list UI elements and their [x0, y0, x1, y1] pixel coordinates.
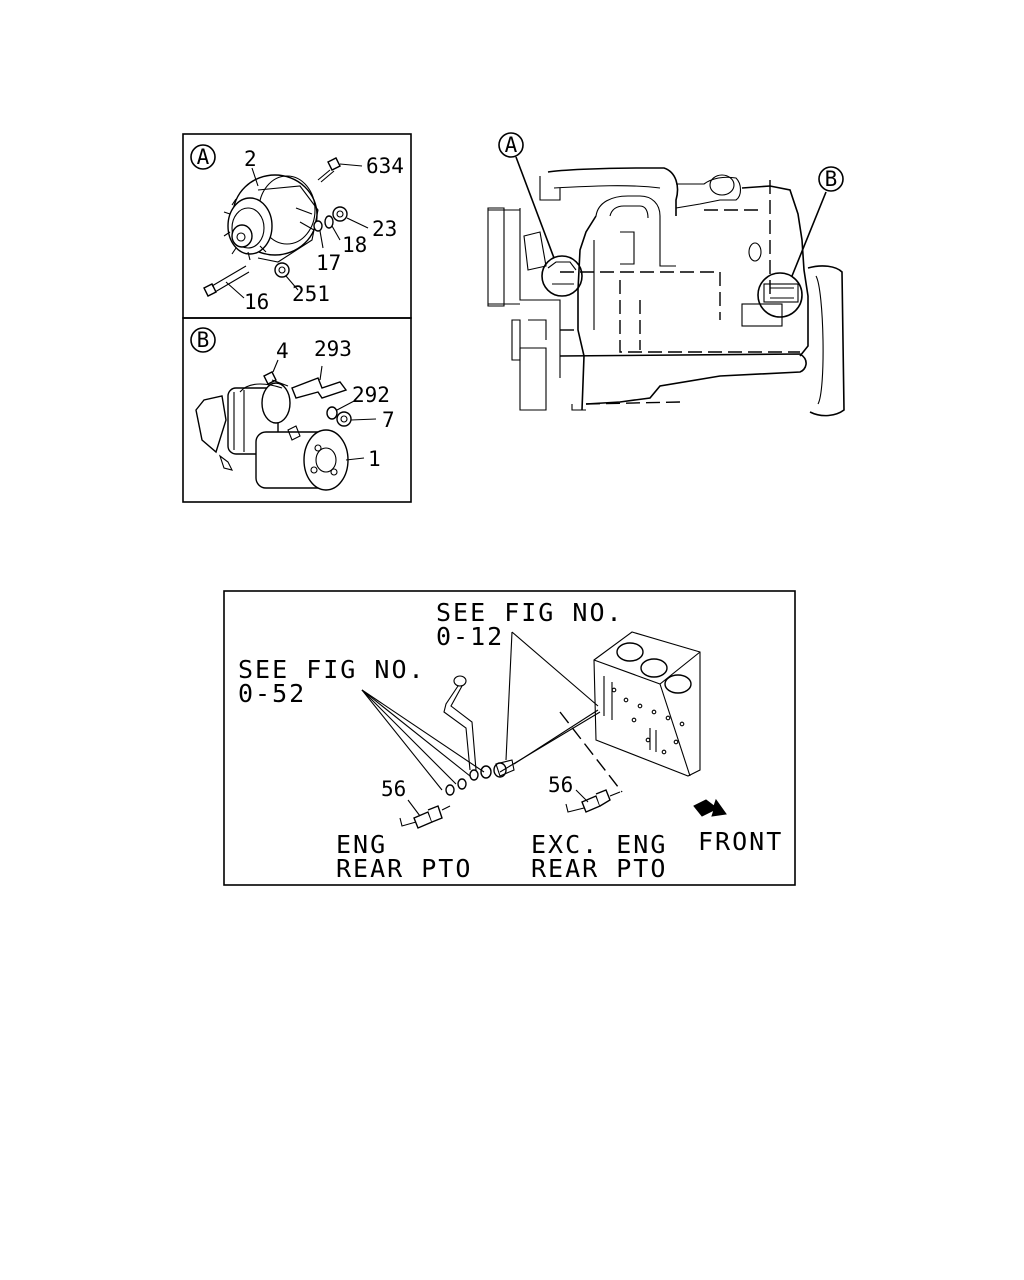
ref-fig-1-line1: SEE FIG NO. — [436, 598, 624, 627]
callout-23: 23 — [372, 217, 397, 241]
nut-23-drawing — [332, 206, 369, 229]
callout-2: 2 — [244, 147, 257, 171]
engine-marker-a-circle — [498, 132, 524, 158]
engine-marker-b: B — [825, 167, 838, 191]
nut-7-drawing — [336, 411, 377, 427]
detail-a-marker-circle — [190, 144, 216, 170]
callout-17: 17 — [316, 251, 341, 275]
caption-right-line2: REAR PTO — [531, 854, 667, 883]
callout-18: 18 — [342, 233, 367, 257]
callout-1: 1 — [368, 447, 381, 471]
detail-b-marker-circle — [190, 327, 216, 353]
nut-251-drawing — [274, 262, 299, 291]
washer-292-drawing — [326, 399, 357, 420]
callout-292: 292 — [352, 383, 390, 407]
callout-7: 7 — [382, 408, 395, 432]
callout-56-left: 56 — [381, 777, 406, 801]
washer-18-drawing — [324, 215, 341, 241]
callout-251: 251 — [292, 282, 330, 306]
callout-56-right: 56 — [548, 773, 573, 797]
engine-block-drawing — [593, 631, 701, 777]
caption-left-line1: ENG — [336, 830, 387, 859]
engine-area-a — [541, 255, 583, 297]
engine-overview: A B — [487, 132, 845, 417]
direction-label: FRONT — [698, 827, 783, 856]
washer-17-drawing — [313, 220, 324, 249]
bracket-293-drawing — [291, 365, 348, 399]
engine-marker-b-circle — [818, 166, 844, 192]
ref-fig-2-line2: 0-52 — [238, 679, 306, 708]
callout-16: 16 — [244, 290, 269, 314]
sensor-right-drawing — [565, 789, 621, 813]
bolt-634-drawing — [317, 157, 363, 183]
detail-a-marker: A — [197, 145, 210, 169]
wire-harness-drawing — [443, 675, 515, 796]
bolt-4-drawing — [263, 359, 289, 387]
bolt-16-drawing — [203, 265, 250, 299]
callout-4: 4 — [276, 339, 289, 363]
sensor-detail-panel: SEE FIG NO. 0-12 SEE FIG NO. 0-52 — [223, 590, 796, 886]
callout-634: 634 — [366, 154, 404, 178]
ref-fig-2-line1: SEE FIG NO. — [238, 655, 426, 684]
detail-b-marker: B — [197, 328, 210, 352]
ref-fig-1-line2: 0-12 — [436, 622, 504, 651]
front-arrow-icon — [693, 798, 727, 817]
alternator-drawing — [223, 174, 319, 263]
sensor-left-drawing — [399, 799, 451, 829]
engine-area-b — [757, 272, 803, 318]
caption-right-line1: EXC. ENG — [531, 830, 667, 859]
engine-marker-a: A — [505, 133, 518, 157]
caption-left-line2: REAR PTO — [336, 854, 472, 883]
starter-motor-drawing — [195, 382, 349, 491]
detail-b-panel: B — [182, 317, 412, 503]
callout-293: 293 — [314, 337, 352, 361]
detail-a-panel: A — [182, 133, 412, 319]
